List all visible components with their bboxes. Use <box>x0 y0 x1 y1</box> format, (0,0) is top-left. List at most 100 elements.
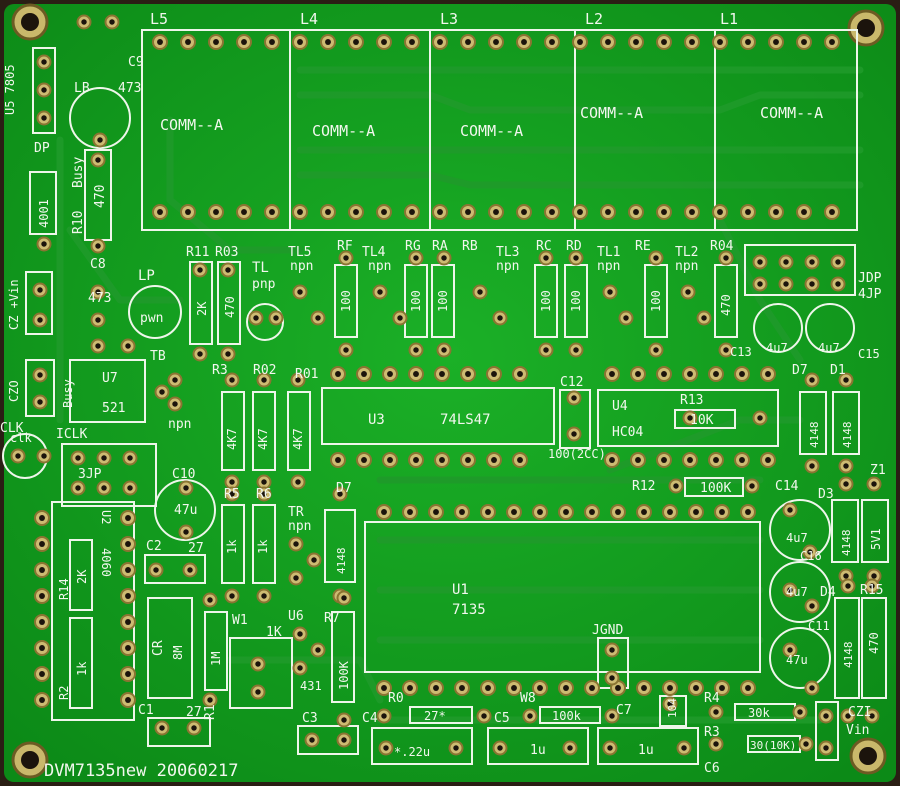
pad-hole <box>517 457 523 463</box>
label-pwn: pwn <box>140 311 163 326</box>
label-tl: TL <box>252 260 269 276</box>
pad-hole <box>563 509 569 515</box>
pad-hole <box>609 713 615 719</box>
pad-hole <box>39 697 45 703</box>
pad-hole <box>295 479 301 485</box>
label-d7-value: 4148 <box>808 422 821 449</box>
pad-hole <box>125 567 131 573</box>
pad-hole <box>297 209 303 215</box>
pad-hole <box>713 457 719 463</box>
pad-hole <box>407 685 413 691</box>
label-c3: C3 <box>302 711 318 726</box>
display-label-l2: COMM--A <box>580 104 643 122</box>
pad-hole <box>125 593 131 599</box>
pad-hole <box>717 39 723 45</box>
pad-hole <box>41 241 47 247</box>
pad-hole <box>723 347 729 353</box>
pad-hole <box>441 347 447 353</box>
pad-hole <box>739 457 745 463</box>
label-u6-value: 431 <box>300 679 322 693</box>
pad-hole <box>413 255 419 261</box>
label-rg-value: 100 <box>409 290 423 312</box>
pad-hole <box>361 371 367 377</box>
label-c12-value: 100(2CC) <box>548 447 606 461</box>
pad-hole <box>829 209 835 215</box>
label-r10-value: 470 <box>93 185 108 208</box>
pad-hole <box>229 593 235 599</box>
pad-hole <box>573 255 579 261</box>
label-c1-value: 27 <box>186 705 202 720</box>
label-czi: CZI <box>848 705 871 720</box>
pad-hole <box>797 709 803 715</box>
pad-hole <box>125 645 131 651</box>
label-r3: R3 <box>212 363 228 378</box>
label-r03-value: 470 <box>223 296 237 318</box>
pad-hole <box>97 137 103 143</box>
pad-hole <box>37 287 43 293</box>
display-ref-l3: L3 <box>440 10 458 28</box>
label-rd-value: 100 <box>569 290 583 312</box>
pad-hole <box>481 713 487 719</box>
label-r15-value: 470 <box>867 632 881 654</box>
pad-hole <box>383 745 389 751</box>
pad-hole <box>543 255 549 261</box>
label-r15: R15 <box>860 583 883 598</box>
label-r10: R10 <box>71 211 86 234</box>
label-d3: D3 <box>818 487 834 502</box>
label-r0: R0 <box>388 691 404 706</box>
label-d3-value: 4148 <box>840 530 853 557</box>
label-r3-value: 4K7 <box>225 428 239 450</box>
pad-hole <box>343 255 349 261</box>
label-c12: C12 <box>560 375 583 390</box>
label-r02-value: 4K7 <box>256 428 270 450</box>
label-r01-value: 4K7 <box>291 428 305 450</box>
pad-hole <box>39 593 45 599</box>
pad-hole <box>159 389 165 395</box>
pad-hole <box>341 717 347 723</box>
label-r4-value: 30k <box>748 706 770 720</box>
pad-hole <box>377 289 383 295</box>
pad-hole <box>413 347 419 353</box>
pad-hole <box>253 315 259 321</box>
label-lb: LB <box>74 81 90 96</box>
pad-hole <box>607 745 613 751</box>
label-u1: U1 <box>452 582 469 598</box>
pad-hole <box>409 209 415 215</box>
pad-hole <box>687 415 693 421</box>
pad-hole <box>437 209 443 215</box>
pad-hole <box>787 587 793 593</box>
label-tl4: TL4 <box>362 245 386 260</box>
label-c13: C13 <box>730 345 752 359</box>
pad-hole <box>387 371 393 377</box>
pad-hole <box>633 209 639 215</box>
label-rb: RB <box>462 239 478 254</box>
label-u3: U3 <box>368 412 385 428</box>
label-tl3-type: npn <box>496 259 519 274</box>
pad-hole <box>125 619 131 625</box>
pad-hole <box>719 509 725 515</box>
label-r03: R03 <box>215 245 238 260</box>
pad-hole <box>433 509 439 515</box>
label-r3b-value: 30(10K) <box>750 739 796 752</box>
pad-hole <box>869 713 875 719</box>
pad-hole <box>37 372 43 378</box>
pad-hole <box>95 317 101 323</box>
display-ref-l1: L1 <box>720 10 738 28</box>
label-r04: R04 <box>710 239 734 254</box>
display-label-l1: COMM--A <box>760 104 823 122</box>
pad-hole <box>315 315 321 321</box>
label-rf: RF <box>337 239 353 254</box>
pad-hole <box>465 209 471 215</box>
pad-hole <box>39 619 45 625</box>
label-r6-value: 1k <box>256 539 270 554</box>
label-c14: C14 <box>775 479 799 494</box>
pad-hole <box>653 255 659 261</box>
label-u4: U4 <box>612 399 628 414</box>
label-u4-value: HC04 <box>612 425 643 440</box>
pad-hole <box>497 745 503 751</box>
label-c4-value: *.22u <box>394 745 430 759</box>
pad-hole <box>739 371 745 377</box>
label-r4: R4 <box>704 691 720 706</box>
pad-hole <box>207 697 213 703</box>
